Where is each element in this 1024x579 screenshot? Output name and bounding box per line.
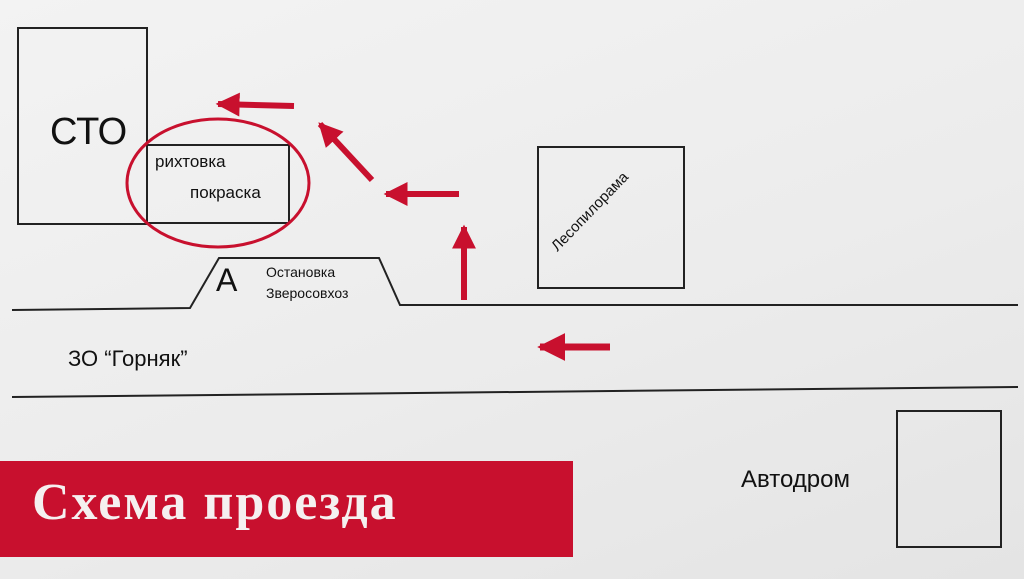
- bus-stop-label-line2: Зверосовхоз: [266, 285, 349, 301]
- route-arrow-left-top: [215, 92, 295, 117]
- street-label: ЗО “Горняк”: [68, 346, 188, 371]
- bus-stop-label-line1: Остановка: [266, 264, 336, 280]
- map-title: Схема проезда: [32, 474, 398, 531]
- autodrome-label: Автодром: [741, 466, 850, 493]
- route-arrow-diagonal: [317, 121, 375, 183]
- bus-stop-letter: А: [216, 262, 238, 298]
- road-edge-top: [11, 257, 1018, 311]
- sto-building: [17, 27, 148, 225]
- road-edge-bottom: [11, 386, 1019, 398]
- body-repair-label: рихтовка: [155, 152, 226, 171]
- sto-label: СТО: [50, 111, 128, 153]
- title-banner: Схема проезда: [0, 461, 573, 557]
- autodrome-building: [896, 410, 1002, 548]
- painting-label: покраска: [190, 183, 261, 202]
- sawmill-building: [537, 146, 685, 289]
- body-shop-box: [146, 144, 290, 224]
- body-shop-highlight: [125, 117, 311, 249]
